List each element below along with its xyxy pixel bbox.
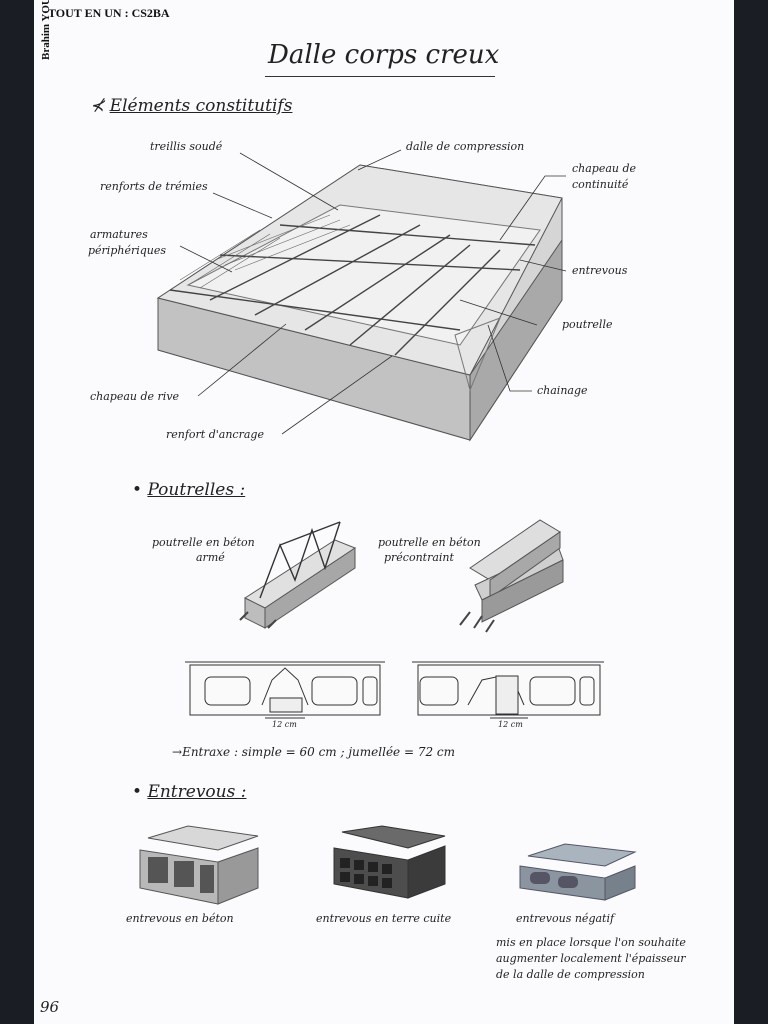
label-entrevous: entrevous xyxy=(572,264,628,277)
label-renforts-tremies: renforts de trémies xyxy=(100,180,208,193)
label-entrevous-negatif: entrevous négatif xyxy=(516,912,615,925)
label-precontraint: précontraint xyxy=(384,551,454,564)
entraxe-text: Entraxe : simple = 60 cm ; jumellée = 72… xyxy=(182,745,456,759)
label-renfort-ancrage: renfort d'ancrage xyxy=(166,428,264,441)
label-chapeau-rive: chapeau de rive xyxy=(90,390,180,403)
section-elements-heading: ⊀ Eléments constitutifs xyxy=(90,96,293,116)
section-elements-label: Eléments constitutifs xyxy=(109,96,293,116)
note-negatif-1: mis en place lorsque l'on souhaite xyxy=(496,936,686,949)
note-negatif-2: augmenter localement l'épaisseur xyxy=(496,952,686,965)
page-title: Dalle corps creux xyxy=(268,40,500,70)
entraxe-line: →Entraxe : simple = 60 cm ; jumellée = 7… xyxy=(172,745,456,759)
section-poutrelles-heading: • Poutrelles : xyxy=(132,480,246,500)
section-entrevous-heading: • Entrevous : xyxy=(132,782,247,802)
label-entrevous-terre-cuite: entrevous en terre cuite xyxy=(316,912,452,925)
book-header: TOUT EN UN : CS2BA xyxy=(48,6,170,20)
page-number: 96 xyxy=(40,998,60,1016)
section-poutrelles-label: Poutrelles : xyxy=(147,480,246,500)
label-chainage: chainage xyxy=(537,384,588,397)
dim-right: 12 cm xyxy=(498,720,523,729)
slab-leader-lines xyxy=(179,149,567,435)
slab-illustration xyxy=(156,164,563,442)
label-continuite: continuité xyxy=(572,178,629,191)
label-poutrelle-beton-arme: poutrelle en béton xyxy=(152,536,255,549)
label-arme: armé xyxy=(196,551,225,564)
note-negatif-3: de la dalle de compression xyxy=(496,968,645,981)
label-armatures: armatures xyxy=(90,228,148,241)
label-peripheriques: périphériques xyxy=(88,244,167,257)
title-underline xyxy=(265,76,495,77)
section-drawing-left xyxy=(185,661,385,719)
dim-left: 12 cm xyxy=(272,720,297,729)
label-chapeau-de: chapeau de xyxy=(572,162,637,175)
label-poutrelle: poutrelle xyxy=(562,318,613,331)
label-poutrelle-beton-precontraint: poutrelle en béton xyxy=(378,536,481,549)
entrevous-beton-illustration xyxy=(139,825,259,905)
poutrelle-precontrainte-illustration xyxy=(459,519,564,633)
entrevous-terre-cuite-illustration xyxy=(333,825,446,899)
label-entrevous-beton: entrevous en béton xyxy=(126,912,234,925)
poutrelle-beton-arme-illustration xyxy=(239,521,357,629)
entrevous-negatif-illustration xyxy=(519,843,637,901)
section-entrevous-label: Entrevous : xyxy=(147,782,247,802)
label-treillis-soude: treillis soudé xyxy=(150,140,223,153)
label-dalle-compression: dalle de compression xyxy=(406,140,525,153)
section-drawing-right xyxy=(412,661,604,719)
